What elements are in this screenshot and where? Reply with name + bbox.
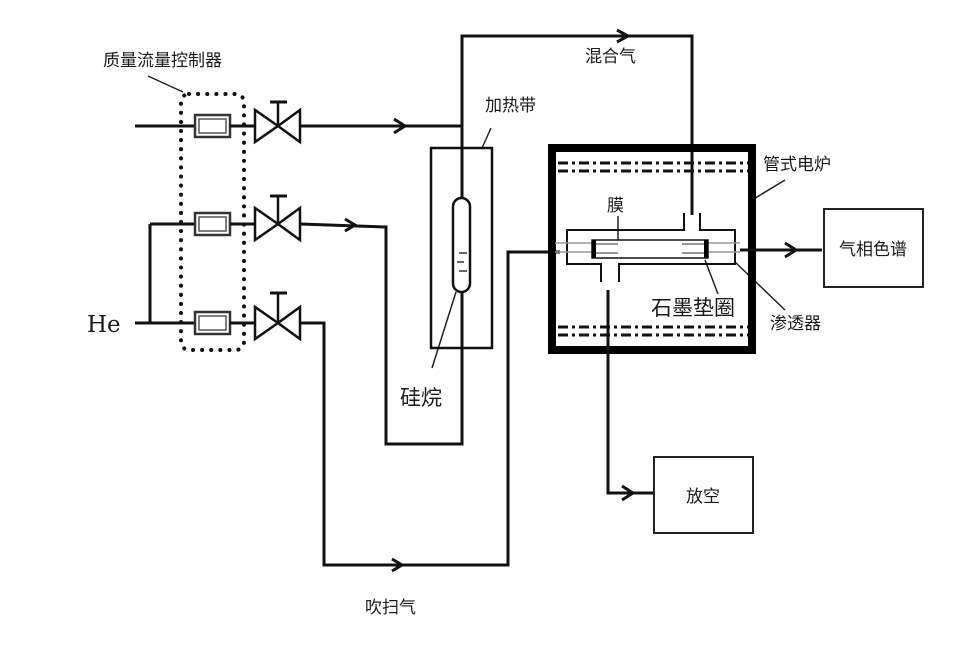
tube-furnace-label: 管式电炉 [763, 155, 831, 175]
membrane-label: 膜 [607, 196, 624, 216]
flow-arrow-line2 [344, 217, 358, 233]
heating-tape-label: 加热带 [485, 96, 536, 116]
mass-flow-controller-1 [193, 113, 232, 139]
permeator-label: 渗透器 [770, 314, 821, 334]
permeator-leader-line [734, 261, 786, 311]
pipe-to-vent [606, 290, 654, 495]
flow-arrow-line1 [393, 117, 408, 135]
flow-arrow-mixed-gas [616, 28, 632, 44]
mass-flow-controller-3 [193, 310, 232, 336]
silane-label: 硅烷 [400, 386, 442, 410]
vent-box [653, 456, 754, 534]
mfc-label: 质量流量控制器 [103, 51, 222, 71]
needle-valve-2[interactable] [253, 194, 302, 243]
furnace-heating-element-bottom [558, 325, 748, 337]
sweep-gas-label: 吹扫气 [365, 598, 416, 618]
heating-tape-leader-line [481, 127, 492, 149]
he-label: He [87, 312, 121, 338]
pipe-sweep-gas [300, 250, 560, 567]
pipe-line2-to-bubbler [299, 125, 464, 446]
furnace-heating-element-top [558, 161, 748, 173]
mfc-group-boundary [179, 92, 246, 352]
flow-arrow-gc [784, 241, 799, 259]
needle-valve-1[interactable] [253, 100, 302, 145]
pipe-mixed-gas [460, 34, 694, 215]
silane-bubbler [451, 196, 472, 294]
mixed-gas-label: 混合气 [585, 47, 636, 67]
silane-leader-line [431, 291, 457, 369]
mass-flow-controller-2 [193, 211, 232, 237]
graphite-gasket-label: 石墨垫圈 [651, 296, 735, 320]
needle-valve-3[interactable] [253, 291, 302, 342]
gas-chromatograph-box [823, 208, 924, 288]
flow-arrow-vent [621, 484, 636, 502]
flow-arrow-sweep [391, 557, 405, 573]
membrane-tube [591, 239, 709, 259]
vent-label: 放空 [686, 487, 720, 507]
mfc-leader-line [147, 75, 184, 93]
gc-label: 气相色谱 [839, 240, 907, 260]
graphite-gasket-leader-line [704, 259, 719, 295]
tube-furnace-leader-line [751, 179, 786, 201]
